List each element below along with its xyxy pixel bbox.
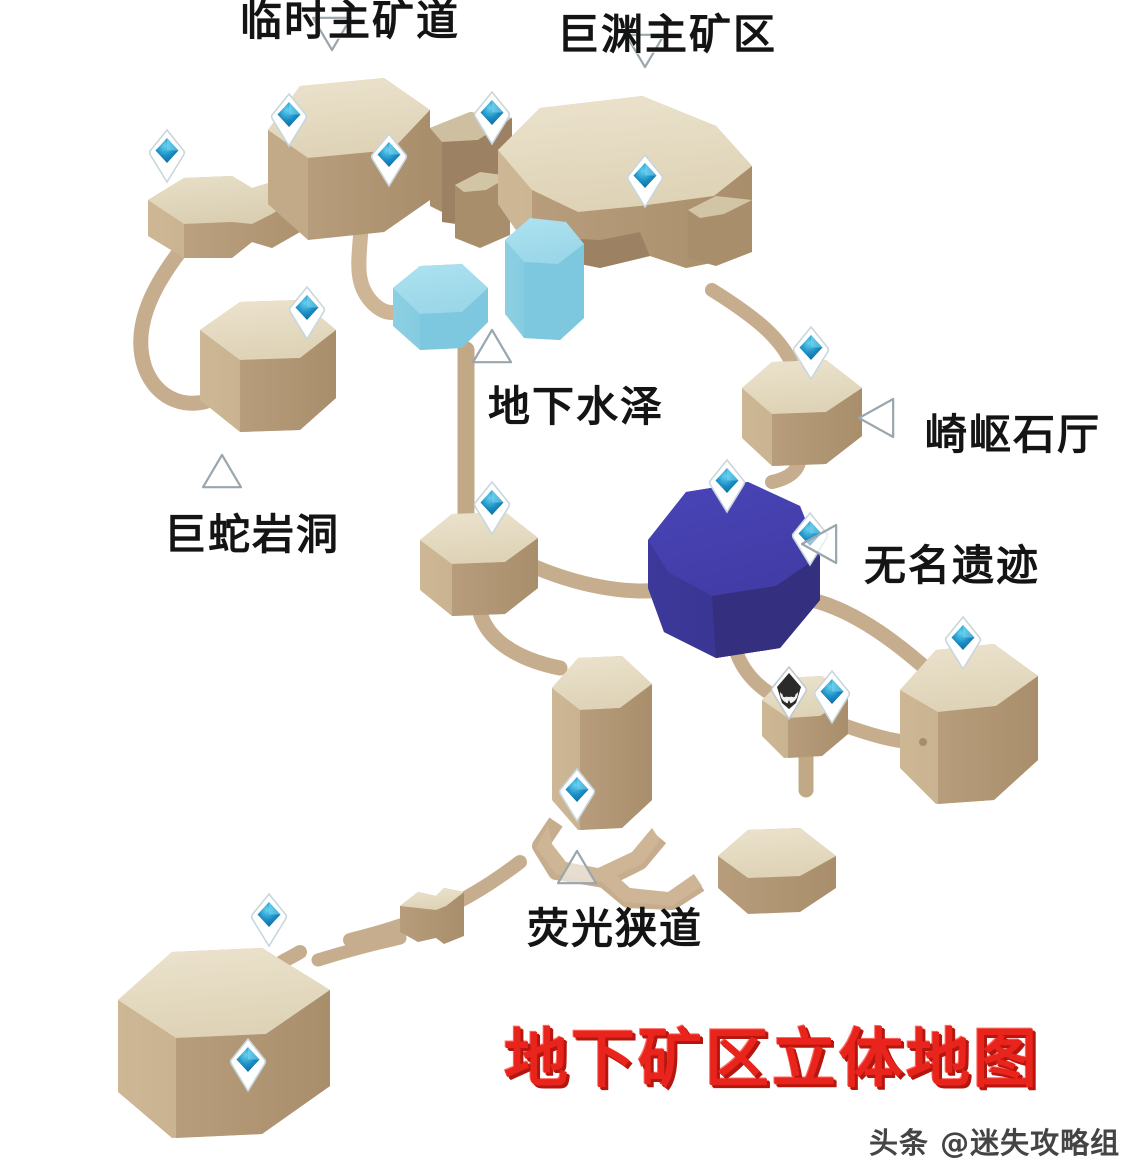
map-title: 地下矿区立体地图 bbox=[504, 1023, 1040, 1097]
zone-label-fluorescent-path: 荧光狭道 bbox=[527, 904, 704, 953]
zone-label-temp-main-shaft: 临时主矿道 bbox=[240, 0, 461, 45]
water-block-marsh-left bbox=[393, 264, 488, 350]
water-block-marsh-right bbox=[505, 218, 584, 340]
zone-label-underground-marsh: 地下水泽 bbox=[488, 382, 665, 431]
zone-label-rugged-stone-hall: 崎岖石厅 bbox=[925, 410, 1102, 459]
rock-block-right-large bbox=[900, 644, 1038, 804]
rock-shoulder-abyss-right bbox=[688, 196, 752, 266]
rock-plate-bottom-mid bbox=[718, 828, 836, 914]
map-marker-teleport-m15[interactable] bbox=[250, 893, 288, 947]
rock-block-serpent-cavern bbox=[200, 300, 336, 432]
pointer-triangle-nameless-ruins bbox=[800, 523, 838, 565]
watermark-credit: 头条 @迷失攻略组 bbox=[869, 1126, 1121, 1160]
rock-nub-bottom-left bbox=[400, 888, 464, 944]
bridge-ring-fill bbox=[536, 826, 702, 906]
rock-block-bottom-left-large bbox=[118, 948, 330, 1138]
pointer-triangle-serpent-cavern bbox=[201, 453, 243, 489]
rock-block-rugged-stone-hall bbox=[742, 360, 862, 466]
pointer-triangle-temp-main-shaft bbox=[311, 16, 353, 52]
pointer-triangle-underground-marsh bbox=[471, 328, 513, 364]
zone-label-nameless-ruins: 无名遗迹 bbox=[864, 541, 1041, 590]
rock-block-mid-junction bbox=[420, 512, 538, 616]
rock-block-upper-left bbox=[148, 176, 300, 258]
pointer-triangle-rugged-stone-hall bbox=[857, 397, 895, 439]
zone-label-serpent-cavern: 巨蛇岩洞 bbox=[164, 510, 341, 559]
pointer-triangle-abyss-main-mine bbox=[624, 33, 666, 69]
pointer-triangle-fluorescent-path bbox=[556, 849, 598, 885]
ruin-block-nameless-ruins bbox=[648, 482, 820, 658]
map-marker-teleport-m01[interactable] bbox=[148, 129, 186, 183]
rock-ledge-small bbox=[455, 172, 510, 248]
zone-label-abyss-main-mine: 巨渊主矿区 bbox=[557, 10, 778, 59]
